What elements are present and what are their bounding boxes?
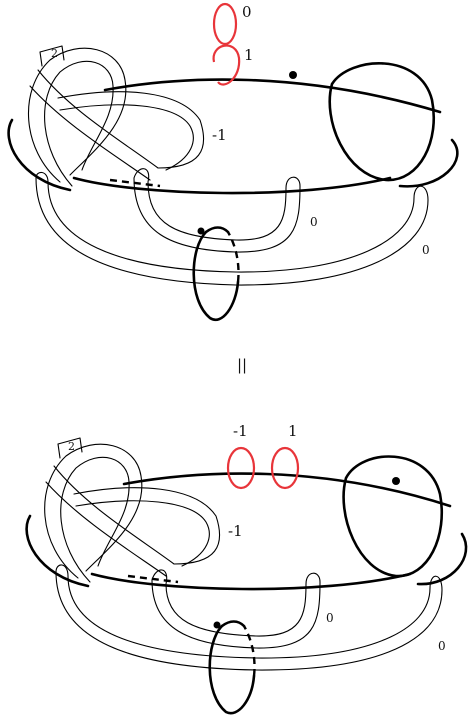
- top-red-unknot-upper: [212, 2, 238, 46]
- bottom-handle-coefficient-inner: 0: [326, 611, 334, 625]
- top-framing-box-label: 2: [51, 47, 58, 60]
- bottom-red-unknots: [226, 446, 300, 490]
- top-right-dotted-circle: [289, 59, 436, 182]
- bottom-red-unknot-left: [226, 446, 256, 490]
- top-kirby-diagram: 2 0 1 -1 0 0: [7, 2, 459, 322]
- top-dot-marker: [289, 71, 297, 79]
- bottom-dot-marker-2: [213, 621, 221, 629]
- bottom-bottom-dotted-circle: [208, 620, 256, 715]
- bottom-kirby-diagram: 2 -1 1 -1 0 0: [25, 422, 468, 715]
- bottom-red-right-coefficient: 1: [288, 422, 298, 440]
- bottom-right-dotted-circle: [342, 453, 444, 578]
- top-twisted-band: [27, 45, 205, 187]
- top-red-lower-coefficient: 1: [244, 46, 254, 64]
- bottom-handle-bands: [55, 564, 443, 671]
- top-main-circle: [7, 78, 459, 195]
- top-red-upper-coefficient: 0: [242, 3, 252, 21]
- top-handle-coefficient-inner: 0: [310, 215, 318, 229]
- bottom-main-circle: [25, 472, 468, 591]
- bottom-dot-marker: [392, 477, 400, 485]
- top-inner-band-coefficient: -1: [212, 126, 227, 144]
- equals-sign: ||: [237, 356, 247, 374]
- top-red-hopf-link: [212, 2, 241, 86]
- bottom-red-left-coefficient: -1: [233, 422, 248, 440]
- bottom-handle-coefficient-outer: 0: [438, 639, 446, 653]
- top-bottom-dotted-circle: [192, 226, 240, 322]
- bottom-inner-band-coefficient: -1: [228, 522, 243, 540]
- bottom-framing-box-label: 2: [68, 440, 75, 453]
- top-dot-marker-2: [197, 227, 205, 235]
- top-handle-bands: [35, 168, 429, 286]
- bottom-red-unknot-right: [270, 446, 300, 490]
- bottom-twisted-band: [44, 437, 221, 583]
- top-handle-coefficient-outer: 0: [422, 243, 430, 257]
